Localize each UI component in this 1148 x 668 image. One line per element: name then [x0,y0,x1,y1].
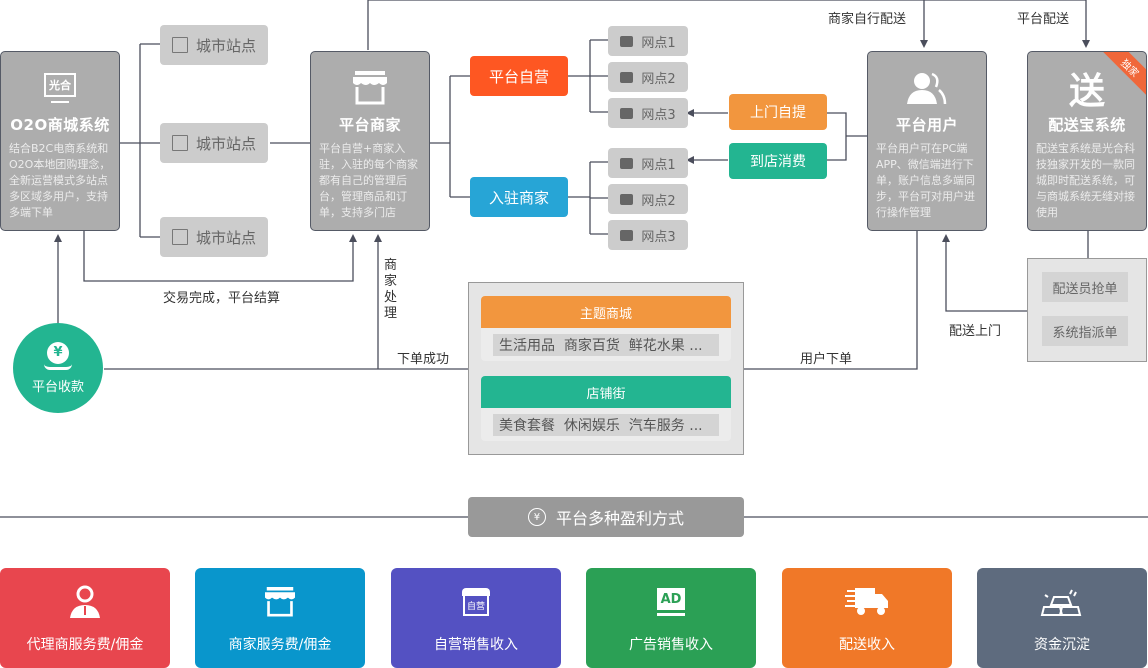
instore-button[interactable]: 到店消费 [729,143,827,179]
revenue-label: 配送收入 [839,637,895,653]
o2o-logo-text: 光合 [44,73,76,97]
outlet-node[interactable]: 网点2 [608,62,688,92]
revenue-label: 商家服务费/佣金 [228,637,332,653]
o2o-system-card[interactable]: 光合 O2O商城系统 结合B2C电商系统和O2O本地团购理念，全新运营模式多站点… [0,51,120,231]
profit-banner-label: 平台多种盈利方式 [555,509,684,528]
city-site[interactable]: 城市站点 [160,25,268,65]
delivery-system-card[interactable]: 独家 送 配送宝系统 配送宝系统是光合科技独家开发的一款同城即时配送系统，可与商… [1027,51,1147,231]
revenue-fund-deposit[interactable]: 资金沉淀 [977,568,1147,668]
self-store-icon: 自营 [462,582,490,622]
theme-mall-categories[interactable]: 生活用品 商家百货 鲜花水果 ... [493,334,719,356]
revenue-label: 广告销售收入 [629,637,713,653]
platform-payment-node[interactable]: ¥ 平台收款 [13,323,103,413]
building-icon [171,37,188,53]
self-store-icon-text: 自营 [463,596,489,616]
merchant-process-label: 商家处理 [384,258,398,321]
platform-user-card[interactable]: 平台用户 平台用户可在PC端APP、微信端进行下单，账户信息多端同步，平台可对用… [867,51,987,231]
shop-icon [620,193,634,205]
settled-merchant-button[interactable]: 入驻商家 [470,177,568,217]
shop-icon [620,157,634,169]
agent-icon [69,582,101,622]
grab-order-item[interactable]: 配送员抢单 [1042,272,1128,302]
shop-street-categories[interactable]: 美食套餐 休闲娱乐 汽车服务 ... [493,414,719,436]
outlet-label: 网点1 [641,35,676,51]
user-title: 平台用户 [895,116,958,134]
outlet-label: 网点3 [641,229,676,245]
merchant-delivery-label: 商家自行配送 [828,12,907,27]
store-icon [311,66,429,110]
revenue-label: 资金沉淀 [1034,637,1090,653]
theme-mall-section: 主题商城 生活用品 商家百货 鲜花水果 ... [481,296,731,361]
city-site-label: 城市站点 [195,36,256,55]
dispatch-panel: 配送员抢单 系统指派单 [1027,258,1147,362]
outlet-node[interactable]: 网点1 [608,148,688,178]
ad-icon-text: AD [657,588,685,610]
revenue-merchant-fee[interactable]: 商家服务费/佣金 [195,568,365,668]
o2o-title: O2O商城系统 [10,116,110,134]
outlet-label: 网点2 [641,71,676,87]
city-site[interactable]: 城市站点 [160,123,268,163]
o2o-logo-icon: 光合 [1,66,119,110]
building-icon [171,229,188,245]
shop-street-title[interactable]: 店铺街 [481,376,731,408]
yen-plus-icon: ¥ [527,508,546,526]
outlet-label: 网点3 [641,107,676,123]
city-site-label: 城市站点 [195,228,256,247]
assign-order-item[interactable]: 系统指派单 [1042,316,1128,346]
o2o-desc: 结合B2C电商系统和O2O本地团购理念，全新运营模式多站点多区域多用户，支持多端… [9,142,111,219]
mall-center-panel: 主题商城 生活用品 商家百货 鲜花水果 ... 店铺街 美食套餐 休闲娱乐 汽车… [468,282,744,455]
shop-icon [620,107,634,119]
revenue-label: 自营销售收入 [434,637,518,653]
store-icon [264,582,296,622]
user-desc: 平台用户可在PC端APP、微信端进行下单，账户信息多端同步，平台可对用户进行操作… [876,142,975,219]
city-site-label: 城市站点 [195,134,256,153]
yen-hand-icon: ¥ [47,341,69,364]
user-order-label: 用户下单 [800,352,853,367]
profit-banner: ¥ 平台多种盈利方式 [468,497,744,537]
shop-street-section: 店铺街 美食套餐 休闲娱乐 汽车服务 ... [481,376,731,441]
platform-delivery-label: 平台配送 [1017,12,1070,27]
outlet-label: 网点1 [641,157,676,173]
gold-icon [1040,582,1084,622]
merchant-title: 平台商家 [338,116,401,134]
outlet-node[interactable]: 网点1 [608,26,688,56]
revenue-agent-fee[interactable]: 代理商服务费/佣金 [0,568,170,668]
revenue-delivery[interactable]: 配送收入 [782,568,952,668]
outlet-node[interactable]: 网点3 [608,98,688,128]
building-icon [171,135,188,151]
door-delivery-label: 配送上门 [949,324,1002,339]
shop-icon [620,35,634,47]
outlet-label: 网点2 [641,193,676,209]
theme-mall-title[interactable]: 主题商城 [481,296,731,328]
ad-icon: AD [657,582,685,622]
shop-icon [620,229,634,241]
order-success-label: 下单成功 [397,352,450,367]
outlet-node[interactable]: 网点3 [608,220,688,250]
payment-label: 平台收款 [31,379,84,395]
revenue-label: 代理商服务费/佣金 [26,637,144,653]
truck-icon [845,582,889,622]
settlement-label: 交易完成，平台结算 [163,291,281,306]
platform-merchant-card[interactable]: 平台商家 平台自营+商家入驻，入驻的每个商家都有自己的管理后台，管理商品和订单，… [310,51,430,231]
revenue-self-sales[interactable]: 自营 自营销售收入 [391,568,561,668]
shop-icon [620,71,634,83]
pickup-button[interactable]: 上门自提 [729,94,827,130]
revenue-ad-sales[interactable]: AD 广告销售收入 [586,568,756,668]
self-run-button[interactable]: 平台自营 [470,56,568,96]
delivery-title: 配送宝系统 [1048,116,1126,134]
users-icon [868,66,986,110]
outlet-node[interactable]: 网点2 [608,184,688,214]
delivery-desc: 配送宝系统是光合科技独家开发的一款同城即时配送系统，可与商城系统无缝对接使用 [1036,142,1135,219]
city-site[interactable]: 城市站点 [160,217,268,257]
delivery-icon: 送 [1068,71,1105,112]
merchant-desc: 平台自营+商家入驻，入驻的每个商家都有自己的管理后台，管理商品和订单，支持多门店 [319,142,418,219]
